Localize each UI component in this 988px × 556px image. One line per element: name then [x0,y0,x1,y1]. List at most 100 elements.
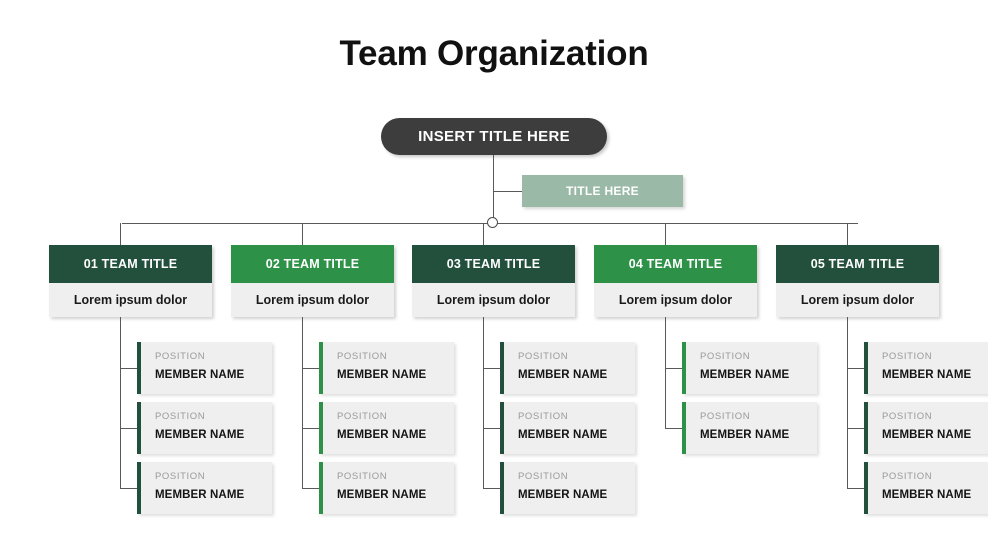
member-accent-bar [137,342,141,394]
member-name: MEMBER NAME [155,369,245,381]
member-name: MEMBER NAME [337,369,427,381]
member-position: POSITION [700,351,751,362]
connector-member-stub [302,368,319,369]
member-card[interactable]: POSITION MEMBER NAME [319,462,454,514]
member-name: MEMBER NAME [882,489,972,501]
connector-member-stub [847,428,864,429]
member-accent-bar [500,402,504,454]
page-title: Team Organization [339,34,649,73]
team-title: 03 TEAM TITLE [412,245,575,283]
member-accent-bar [500,462,504,514]
member-text: POSITION MEMBER NAME [700,350,789,383]
member-card[interactable]: POSITION MEMBER NAME [319,342,454,394]
member-name: MEMBER NAME [518,489,608,501]
member-position: POSITION [518,351,569,362]
member-position: POSITION [700,411,751,422]
member-accent-bar [137,462,141,514]
member-card[interactable]: POSITION MEMBER NAME [137,342,272,394]
connector-member-stub [302,428,319,429]
member-position: POSITION [882,411,933,422]
member-card[interactable]: POSITION MEMBER NAME [864,402,988,454]
team-title: 05 TEAM TITLE [776,245,939,283]
connector-member-stub [120,368,137,369]
team-subtitle: Lorem ipsum dolor [594,283,757,317]
connector-member-trunk [120,317,121,488]
member-position: POSITION [155,411,206,422]
member-position: POSITION [882,351,933,362]
member-card[interactable]: POSITION MEMBER NAME [137,462,272,514]
connector-member-stub [665,368,682,369]
member-name: MEMBER NAME [155,489,245,501]
connector-member-stub [665,428,682,429]
root-node-label: INSERT TITLE HERE [418,128,570,145]
member-accent-bar [864,402,868,454]
connector-column-drop [483,223,484,245]
member-text: POSITION MEMBER NAME [337,350,426,383]
member-name: MEMBER NAME [337,429,427,441]
member-text: POSITION MEMBER NAME [518,410,607,443]
team-subtitle: Lorem ipsum dolor [776,283,939,317]
member-position: POSITION [155,351,206,362]
member-accent-bar [319,342,323,394]
connector-column-drop [120,223,121,245]
connector-member-stub [483,428,500,429]
member-text: POSITION MEMBER NAME [155,350,244,383]
team-subtitle: Lorem ipsum dolor [412,283,575,317]
member-text: POSITION MEMBER NAME [882,410,971,443]
member-position: POSITION [155,471,206,482]
member-name: MEMBER NAME [518,429,608,441]
member-card[interactable]: POSITION MEMBER NAME [682,342,817,394]
member-position: POSITION [337,471,388,482]
member-position: POSITION [518,471,569,482]
member-name: MEMBER NAME [700,369,790,381]
member-name: MEMBER NAME [518,369,608,381]
member-card[interactable]: POSITION MEMBER NAME [500,402,635,454]
member-accent-bar [319,402,323,454]
team-title: 02 TEAM TITLE [231,245,394,283]
member-accent-bar [682,342,686,394]
root-node[interactable]: INSERT TITLE HERE [381,118,607,155]
connector-column-drop [302,223,303,245]
connector-member-trunk [665,317,666,428]
member-position: POSITION [518,411,569,422]
member-accent-bar [500,342,504,394]
connector-member-stub [847,368,864,369]
member-text: POSITION MEMBER NAME [518,470,607,503]
member-name: MEMBER NAME [882,429,972,441]
connector-member-stub [120,488,137,489]
member-accent-bar [137,402,141,454]
team-subtitle: Lorem ipsum dolor [49,283,212,317]
member-card[interactable]: POSITION MEMBER NAME [319,402,454,454]
team-subtitle: Lorem ipsum dolor [231,283,394,317]
team-title: 01 TEAM TITLE [49,245,212,283]
member-card[interactable]: POSITION MEMBER NAME [137,402,272,454]
member-name: MEMBER NAME [155,429,245,441]
connector-member-trunk [483,317,484,488]
member-card[interactable]: POSITION MEMBER NAME [864,342,988,394]
member-accent-bar [682,402,686,454]
member-position: POSITION [337,351,388,362]
connector-side-stub [493,191,523,192]
member-text: POSITION MEMBER NAME [155,410,244,443]
member-name: MEMBER NAME [337,489,427,501]
member-card[interactable]: POSITION MEMBER NAME [500,462,635,514]
member-card[interactable]: POSITION MEMBER NAME [500,342,635,394]
junction-node-icon [487,217,498,228]
member-accent-bar [864,462,868,514]
side-title-node[interactable]: TITLE HERE [522,175,683,207]
connector-member-stub [847,488,864,489]
connector-member-stub [120,428,137,429]
connector-column-drop [665,223,666,245]
member-accent-bar [319,462,323,514]
member-position: POSITION [337,411,388,422]
member-name: MEMBER NAME [882,369,972,381]
